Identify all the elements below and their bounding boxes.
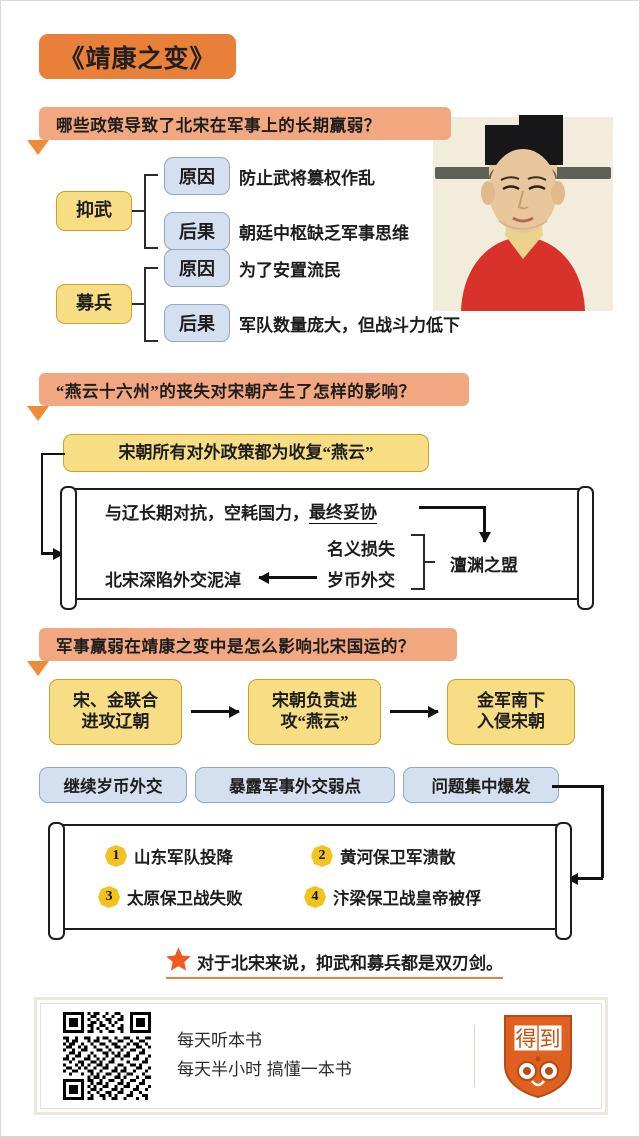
scroll-line-1: 与辽长期对抗，空耗国力，最终妥协 <box>105 496 377 526</box>
stage2-node-3: 问题集中爆发 <box>403 767 559 803</box>
tag-node-2-cause: 原因 <box>164 249 230 287</box>
connector-lead-arrow <box>41 547 64 560</box>
flow-node-3: 金军南下 入侵宋朝 <box>447 679 575 745</box>
flow-node-2: 宋朝负责进 攻“燕云” <box>248 679 381 745</box>
scroll-item-a: 名义损失 <box>327 539 395 559</box>
question-band-3: 军事羸弱在靖康之变中是怎么影响北宋国运的？ <box>39 628 457 661</box>
tag-node-1-effect: 后果 <box>164 212 230 250</box>
question-tick-2 <box>27 406 49 421</box>
tag-node-2-effect: 后果 <box>164 304 230 342</box>
branch-bracket-2 <box>132 263 164 347</box>
outcome-badge-1: 1 <box>105 845 127 867</box>
outcome-badge-2: 2 <box>311 845 333 867</box>
connector-stage2-top <box>552 785 604 788</box>
scroll-curl-right-1 <box>577 486 594 610</box>
question-tick-1 <box>27 140 49 155</box>
stage2-node-1: 继续岁币外交 <box>39 767 187 803</box>
scroll-line-1-pre: 与辽长期对抗，空耗国力， <box>105 503 309 523</box>
logo-char-1: 得 <box>516 1027 537 1051</box>
scroll-group-bracket <box>411 532 441 592</box>
conclusion-text: 对于北宋来说，抑武和募兵都是双刃剑。 <box>197 953 503 973</box>
flow-node-1: 宋、金联合 进攻辽朝 <box>49 679 182 745</box>
outcome-item-3: 3 太原保卫战失败 <box>98 882 243 912</box>
scroll-outcome: 北宋深陷外交泥淖 <box>105 570 241 590</box>
topic-node-yiwu: 抑武 <box>56 191 132 231</box>
scroll-curl-left-2 <box>48 822 65 940</box>
scroll-curl-left-1 <box>60 486 77 610</box>
scroll-box-1 <box>60 486 594 610</box>
scroll-result-chanyuan: 澶渊之盟 <box>450 555 518 575</box>
scroll-box-2 <box>48 822 572 940</box>
tag-node-1-cause: 原因 <box>164 157 230 195</box>
outcome-item-4: 4 汴梁保卫战皇帝被俘 <box>304 882 482 912</box>
outcome-badge-4: 4 <box>304 886 326 908</box>
question-band-2: “燕云十六州”的丧失对宋朝产生了怎样的影响？ <box>39 373 469 406</box>
branch-bracket-1 <box>132 171 164 253</box>
outcome-item-1: 1 山东军队投降 <box>105 841 233 871</box>
connector-treaty-arrow <box>478 506 491 543</box>
detail-text-2-cause: 为了安置流民 <box>239 260 341 280</box>
footer-inner: 每天听本书 每天半小时 搞懂一本书 得 到 <box>40 1003 602 1109</box>
page-title: 《靖康之变》 <box>39 34 236 79</box>
detail-text-2-effect: 军队数量庞大，但战斗力低下 <box>239 315 460 335</box>
connector-stage2-right <box>601 785 604 878</box>
connector-treaty-horizontal <box>419 506 485 509</box>
flow-arrow-2 <box>390 705 439 718</box>
scroll-curl-right-2 <box>555 822 572 940</box>
conclusion-line: 对于北宋来说，抑武和募兵都是双刃剑。 <box>166 947 503 979</box>
emperor-portrait-image <box>433 109 613 311</box>
footer-text-block: 每天听本书 每天半小时 搞懂一本书 <box>177 1027 352 1085</box>
question-band-1: 哪些政策导致了北宋在军事上的长期羸弱？ <box>39 107 451 140</box>
footer-divider <box>474 1025 475 1087</box>
connector-outcome-arrow <box>258 571 317 584</box>
footer-line-2: 每天半小时 搞懂一本书 <box>177 1060 352 1079</box>
star-icon <box>166 947 191 975</box>
scroll-item-b: 岁币外交 <box>327 570 395 590</box>
dedao-logo: 得 到 <box>501 1013 575 1099</box>
footer-line-1: 每天听本书 <box>177 1031 262 1051</box>
connector-lead-vertical <box>41 453 43 553</box>
outcome-label-3: 太原保卫战失败 <box>127 889 243 908</box>
topic-node-mubing: 募兵 <box>56 284 132 324</box>
outcome-label-2: 黄河保卫军溃散 <box>340 848 456 867</box>
detail-text-1-effect: 朝廷中枢缺乏军事思维 <box>239 223 409 243</box>
connector-lead-top <box>41 453 65 455</box>
scroll-line-1-underlined: 最终妥协 <box>309 498 377 524</box>
qr-code-image[interactable] <box>63 1012 151 1100</box>
outcome-item-2: 2 黄河保卫军溃散 <box>311 841 456 871</box>
connector-stage2-arrow <box>567 872 603 885</box>
question-tick-3 <box>27 661 49 676</box>
lead-node-yanyun: 宋朝所有对外政策都为收复“燕云” <box>63 434 429 472</box>
stage2-node-2: 暴露军事外交弱点 <box>195 767 395 803</box>
outcome-label-1: 山东军队投降 <box>134 848 233 867</box>
footer-bar: 每天听本书 每天半小时 搞懂一本书 得 到 <box>34 997 608 1115</box>
outcome-badge-3: 3 <box>98 886 120 908</box>
flow-arrow-1 <box>191 705 240 718</box>
outcome-label-4: 汴梁保卫战皇帝被俘 <box>333 889 482 908</box>
detail-text-1-cause: 防止武将篡权作乱 <box>239 168 375 188</box>
logo-char-2: 到 <box>540 1027 561 1051</box>
